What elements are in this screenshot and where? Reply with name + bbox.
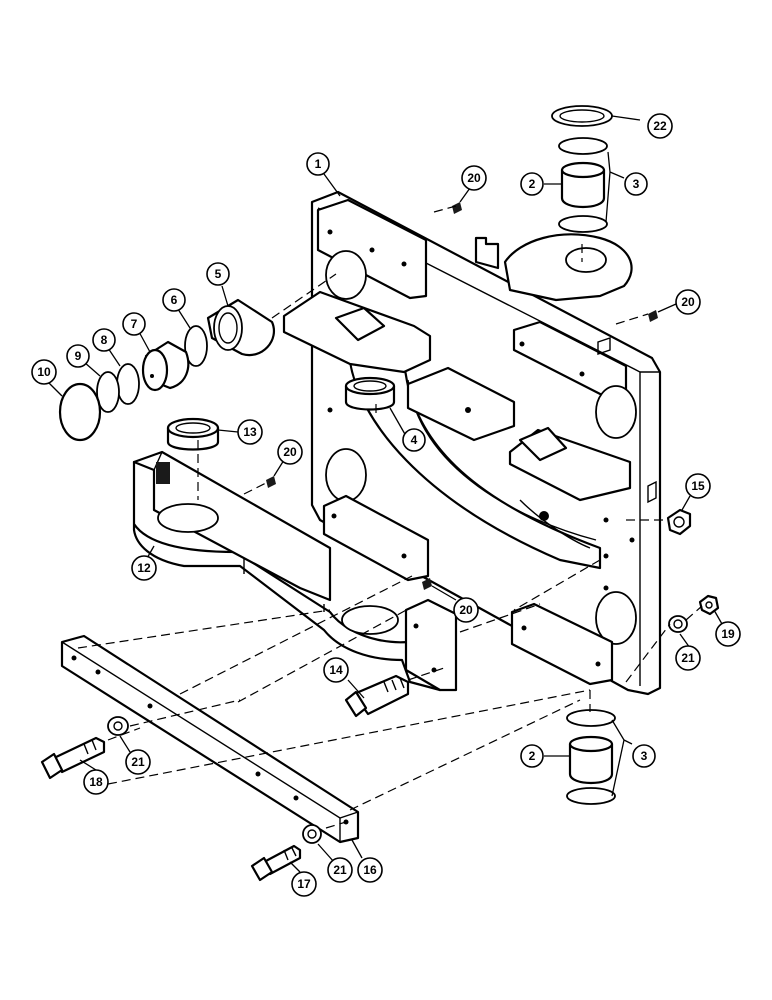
lower-right-bar bbox=[510, 602, 614, 686]
callout-5: 5 bbox=[206, 262, 230, 286]
callout-22: 22 bbox=[647, 113, 673, 139]
bushing-4 bbox=[344, 376, 396, 411]
callout-7: 7 bbox=[122, 312, 146, 336]
cylinder-assembly bbox=[58, 298, 275, 442]
callout-18: 18 bbox=[83, 769, 109, 795]
callout-14: 14 bbox=[323, 657, 349, 683]
svg-text:15: 15 bbox=[691, 479, 705, 493]
callout-8: 8 bbox=[92, 328, 116, 352]
svg-text:21: 21 bbox=[131, 755, 145, 769]
callout-2-top: 2 bbox=[520, 172, 544, 196]
callout-12: 12 bbox=[131, 555, 157, 581]
callout-13: 13 bbox=[237, 419, 263, 445]
svg-text:21: 21 bbox=[333, 863, 347, 877]
svg-text:6: 6 bbox=[171, 293, 178, 307]
svg-text:20: 20 bbox=[459, 603, 473, 617]
grease-fitting-lower bbox=[422, 578, 432, 590]
assembly-lines bbox=[77, 205, 703, 829]
svg-text:3: 3 bbox=[641, 749, 648, 763]
grease-fitting-right bbox=[648, 310, 658, 322]
nut-15 bbox=[666, 508, 692, 536]
callout-10: 10 bbox=[31, 359, 57, 385]
svg-text:20: 20 bbox=[681, 295, 695, 309]
washer-21-left bbox=[107, 716, 129, 736]
svg-text:14: 14 bbox=[329, 663, 343, 677]
callout-21-right: 21 bbox=[675, 645, 701, 671]
grease-fitting-arm bbox=[266, 476, 276, 488]
svg-text:4: 4 bbox=[411, 433, 418, 447]
svg-text:2: 2 bbox=[529, 749, 536, 763]
top-bushing-assembly bbox=[551, 105, 613, 233]
svg-text:7: 7 bbox=[131, 317, 138, 331]
callout-16: 16 bbox=[357, 857, 383, 883]
svg-text:18: 18 bbox=[89, 775, 103, 789]
svg-text:12: 12 bbox=[137, 561, 151, 575]
svg-text:1: 1 bbox=[315, 157, 322, 171]
nut-19 bbox=[698, 594, 720, 616]
callout-20-arm: 20 bbox=[277, 439, 303, 465]
bolt-18 bbox=[40, 736, 106, 780]
svg-text:19: 19 bbox=[721, 627, 735, 641]
main-frame bbox=[282, 190, 662, 696]
svg-text:22: 22 bbox=[653, 119, 667, 133]
svg-text:9: 9 bbox=[75, 349, 82, 363]
callout-3-bottom: 3 bbox=[632, 744, 656, 768]
bolt-14 bbox=[344, 674, 410, 718]
grease-fitting-top bbox=[452, 202, 462, 214]
svg-text:3: 3 bbox=[633, 177, 640, 191]
svg-text:5: 5 bbox=[215, 267, 222, 281]
callout-21-left: 21 bbox=[125, 749, 151, 775]
svg-text:20: 20 bbox=[467, 171, 481, 185]
bottom-bushing-assembly bbox=[566, 709, 616, 805]
callout-9: 9 bbox=[66, 344, 90, 368]
callout-20-top: 20 bbox=[461, 165, 487, 191]
callout-17: 17 bbox=[291, 871, 317, 897]
svg-text:2: 2 bbox=[529, 177, 536, 191]
callout-19: 19 bbox=[715, 621, 741, 647]
bushing-13 bbox=[166, 417, 220, 451]
callout-20-lower: 20 bbox=[453, 597, 479, 623]
callout-20-right: 20 bbox=[675, 289, 701, 315]
callout-6: 6 bbox=[162, 288, 186, 312]
svg-text:10: 10 bbox=[37, 365, 51, 379]
callout-4: 4 bbox=[402, 428, 426, 452]
svg-text:16: 16 bbox=[363, 863, 377, 877]
svg-text:17: 17 bbox=[297, 877, 311, 891]
svg-text:8: 8 bbox=[101, 333, 108, 347]
leader-lines bbox=[47, 115, 723, 873]
lower-arm bbox=[132, 450, 458, 692]
svg-text:20: 20 bbox=[283, 445, 297, 459]
callout-3-top: 3 bbox=[624, 172, 648, 196]
callout-21-bottom: 21 bbox=[327, 857, 353, 883]
long-bar bbox=[60, 634, 360, 844]
bolt-17 bbox=[250, 844, 302, 882]
svg-text:21: 21 bbox=[681, 651, 695, 665]
callout-2-bottom: 2 bbox=[520, 744, 544, 768]
svg-text:13: 13 bbox=[243, 425, 257, 439]
callout-1: 1 bbox=[306, 152, 330, 176]
washer-21-bottom bbox=[302, 824, 322, 844]
callout-15: 15 bbox=[685, 473, 711, 499]
washer-21-right bbox=[668, 615, 688, 633]
